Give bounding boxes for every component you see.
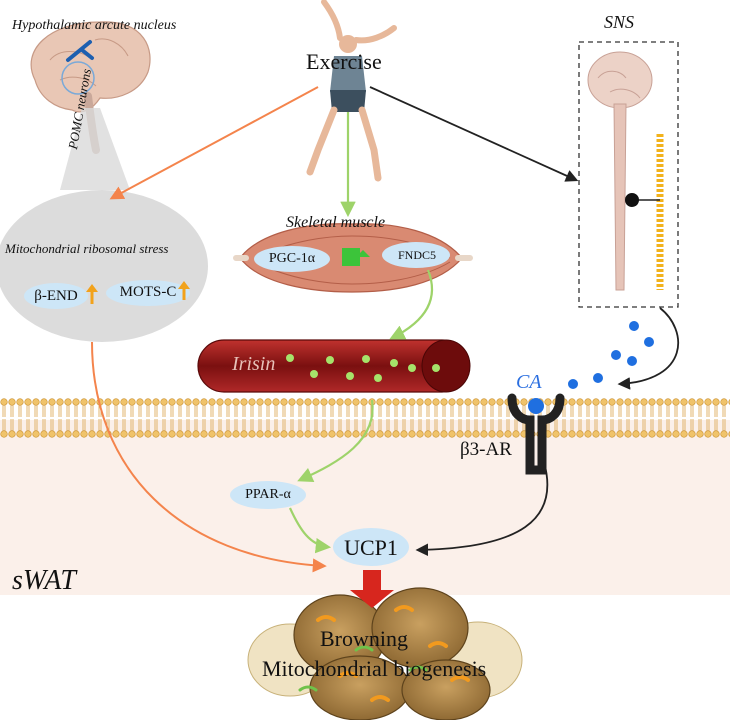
ca-label: CA [516, 371, 542, 393]
mito-stress-zone [0, 190, 208, 342]
sympathetic-chain-illustration [625, 134, 664, 290]
irisin-dot [374, 374, 382, 382]
pomc-projection [60, 108, 130, 190]
skeletal-muscle-label: Skeletal muscle [286, 214, 386, 231]
ca-dot [627, 356, 637, 366]
fndc5-text: FNDC5 [397, 248, 436, 262]
swat-region [0, 420, 730, 595]
ppar-text: PPAR-α [245, 487, 291, 502]
beta3-receptor-icon [507, 393, 565, 475]
ppar-pill [230, 481, 306, 509]
blood-vessel-illustration [197, 339, 471, 393]
ucp1-text: UCP1 [344, 535, 398, 560]
up-arrow-icon [86, 284, 98, 304]
irisin-dot [432, 364, 440, 372]
sns-label: SNS [604, 12, 635, 32]
ca-dot [568, 379, 578, 389]
irisin-dot [362, 355, 370, 363]
skeletal-muscle-illustration [233, 223, 473, 293]
mito-stress-label: Mitochondrial ribosomal stress [5, 241, 169, 256]
irisin-dot [326, 356, 334, 364]
irisin-dot [286, 354, 294, 362]
adipocyte-cluster [247, 587, 523, 720]
arrow-fndc5-to-irisin [389, 269, 434, 340]
arrow-irisin-to-ppar [297, 399, 374, 482]
arrow-receptor-to-ucp1 [415, 461, 549, 557]
mots-c-text: MOTS-C [119, 284, 177, 300]
irisin-dot [408, 364, 416, 372]
mito-biogenesis-label: Mitochondrial biogenesis [262, 656, 487, 681]
fndc5-pill [382, 242, 450, 268]
sns-box [578, 41, 679, 308]
irisin-label: Irisin [232, 353, 276, 375]
exercise-label: Exercise [306, 49, 382, 74]
arrow-ppar-to-ucp1 [288, 507, 332, 554]
mots-c-pill [106, 280, 190, 306]
arrow-mots-to-ucp1 [91, 341, 327, 573]
ucp1-pill [333, 528, 409, 566]
beta-end-text: β-END [34, 288, 78, 304]
irisin-dot [390, 359, 398, 367]
ca-dot [593, 373, 603, 383]
up-arrow-icon [178, 281, 190, 300]
swat-label: sWAT [12, 565, 76, 596]
ca-dot [644, 337, 654, 347]
red-down-arrow-icon [350, 570, 394, 608]
spinal-cord-illustration [587, 51, 653, 291]
brain-illustration [30, 21, 151, 154]
irisin-dot [310, 370, 318, 378]
catecholamine-dots [568, 321, 654, 389]
beta3-ar-label: β3-AR [460, 439, 512, 460]
irisin-dot [346, 372, 354, 380]
exercise-figure [306, 0, 397, 182]
browning-label: Browning [320, 626, 408, 651]
hypothalamic-label: Hypothalamic arcute nucleus [12, 18, 177, 33]
arrow-exercise-to-pomc [109, 86, 319, 200]
beta-end-pill [24, 283, 88, 309]
pgc-text: PGC-1α [268, 251, 316, 266]
pgc-pill [254, 246, 330, 272]
ca-dot [611, 350, 621, 360]
irisin-dots [286, 354, 440, 382]
ca-dot [629, 321, 639, 331]
arrow-exercise-to-sns [369, 86, 579, 182]
arrow-sns-to-ca [617, 307, 680, 390]
